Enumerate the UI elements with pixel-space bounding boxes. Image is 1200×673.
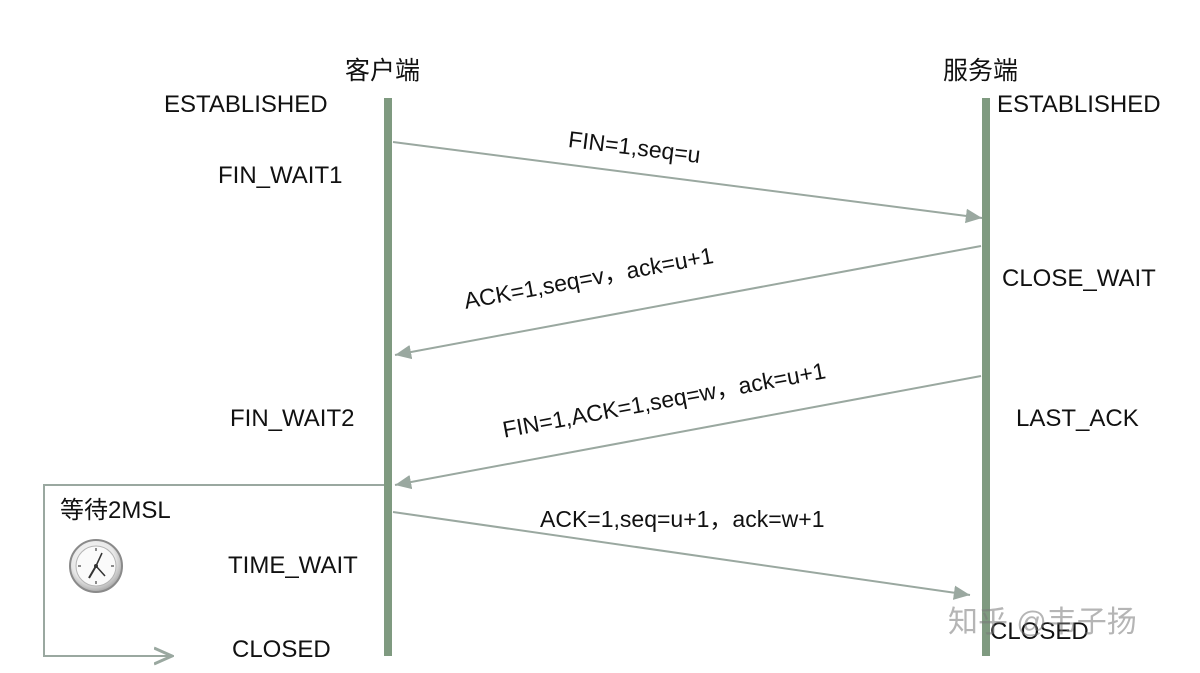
- server-state-close-wait: CLOSE_WAIT: [1002, 265, 1156, 292]
- server-state-established: ESTABLISHED: [997, 91, 1161, 118]
- message-last-ack: ACK=1,seq=u+1，ack=w+1: [540, 506, 825, 532]
- server-lifeline: [982, 98, 990, 656]
- client-state-closed: CLOSED: [232, 636, 331, 663]
- server-state-last-ack: LAST_ACK: [1016, 405, 1139, 432]
- arrow-last-ack: [392, 511, 971, 600]
- client-state-time-wait: TIME_WAIT: [228, 552, 358, 579]
- client-lifeline: [384, 98, 392, 656]
- clock-icon: [69, 539, 123, 593]
- server-state-closed: CLOSED: [990, 618, 1089, 645]
- wait-bracket: [43, 484, 384, 656]
- server-header: 服务端: [943, 57, 1019, 85]
- client-state-established: ESTABLISHED: [164, 91, 328, 118]
- arrow-fin-ack: [394, 375, 982, 490]
- client-state-fin-wait1: FIN_WAIT1: [218, 162, 343, 189]
- client-state-fin-wait2: FIN_WAIT2: [230, 405, 355, 432]
- wait-2msl-label: 等待2MSL: [60, 497, 171, 524]
- arrow-fin: [392, 141, 983, 224]
- arrow-ack: [394, 245, 982, 360]
- watermark: 知乎 @韦子扬: [948, 606, 1137, 639]
- client-header: 客户端: [345, 57, 421, 85]
